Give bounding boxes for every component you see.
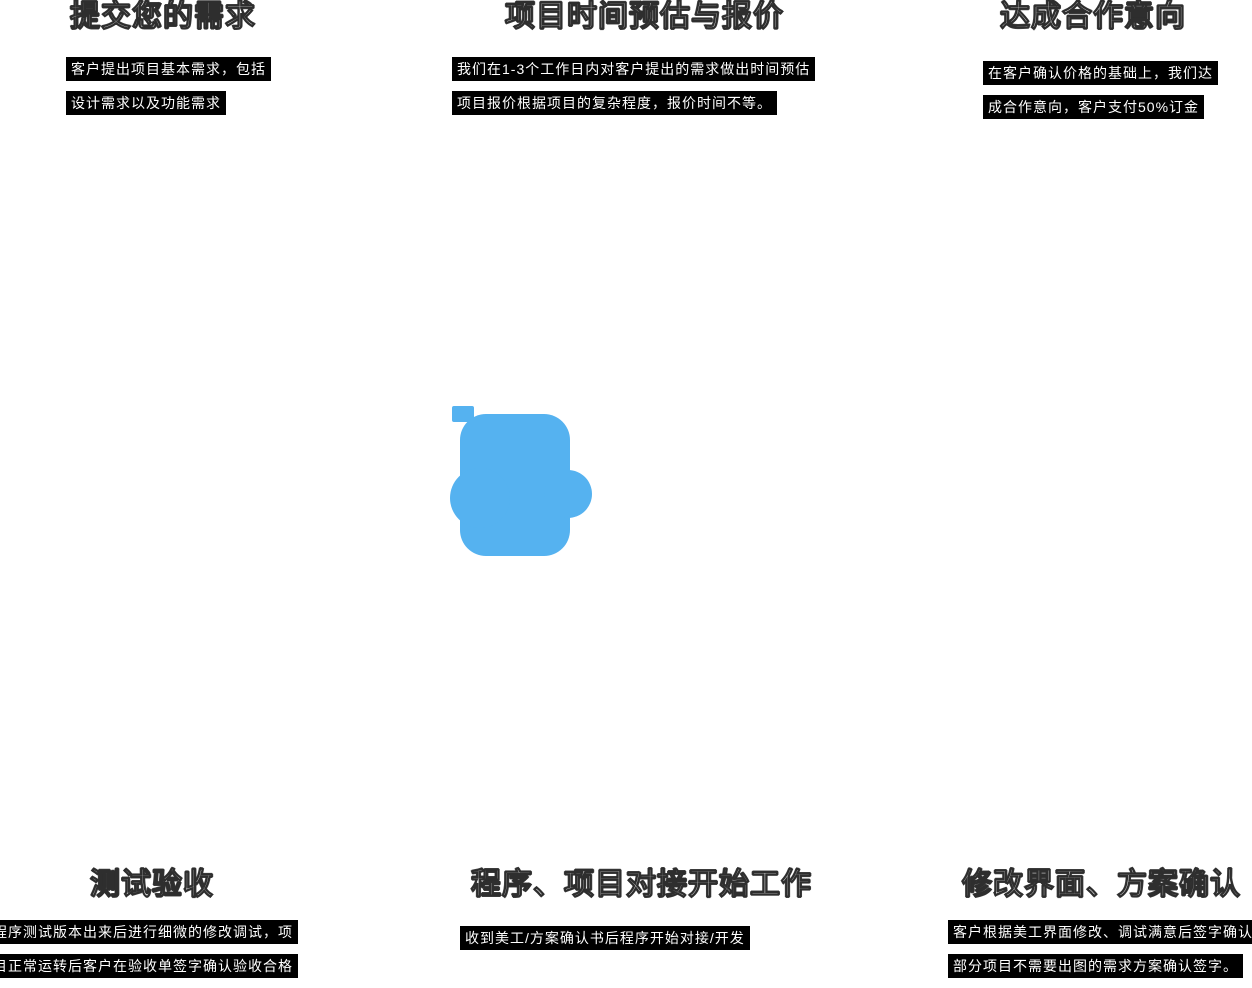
step-description: 客户提出项目基本需求，包括 设计需求以及功能需求: [66, 57, 271, 125]
step-description-line: 程序测试版本出来后进行细微的修改调试，项: [0, 920, 298, 944]
step-description-line: 成合作意向，客户支付50%订金: [983, 95, 1205, 119]
step-title: 达成合作意向: [1000, 0, 1186, 34]
step-title: 测试验收: [90, 868, 214, 902]
step-description-line: 客户根据美工界面修改、调试满意后签字确认: [948, 920, 1252, 944]
step-description: 客户根据美工界面修改、调试满意后签字确认 部分项目不需要出图的需求方案确认签字。: [948, 920, 1252, 988]
step-description-line: 项目报价根据项目的复杂程度，报价时间不等。: [452, 91, 777, 115]
process-figure-icon: [450, 406, 592, 564]
step-title: 修改界面、方案确认: [962, 868, 1241, 902]
step-title: 项目时间预估与报价: [505, 0, 784, 34]
step-description: 我们在1-3个工作日内对客户提出的需求做出时间预估 项目报价根据项目的复杂程度，…: [452, 57, 816, 125]
step-description: 程序测试版本出来后进行细微的修改调试，项 目正常运转后客户在验收单签字确认验收合…: [0, 920, 298, 988]
step-title: 程序、项目对接开始工作: [471, 868, 812, 902]
step-description-line: 目正常运转后客户在验收单签字确认验收合格: [0, 954, 298, 978]
step-description: 在客户确认价格的基础上，我们达 成合作意向，客户支付50%订金: [983, 61, 1218, 129]
step-description-line: 我们在1-3个工作日内对客户提出的需求做出时间预估: [452, 57, 816, 81]
step-description: 收到美工/方案确认书后程序开始对接/开发: [460, 926, 750, 960]
step-title: 提交您的需求: [70, 0, 256, 34]
step-description-line: 在客户确认价格的基础上，我们达: [983, 61, 1218, 85]
step-description-line: 收到美工/方案确认书后程序开始对接/开发: [460, 926, 750, 950]
step-description-line: 客户提出项目基本需求，包括: [66, 57, 271, 81]
step-description-line: 部分项目不需要出图的需求方案确认签字。: [948, 954, 1243, 978]
step-description-line: 设计需求以及功能需求: [66, 91, 226, 115]
